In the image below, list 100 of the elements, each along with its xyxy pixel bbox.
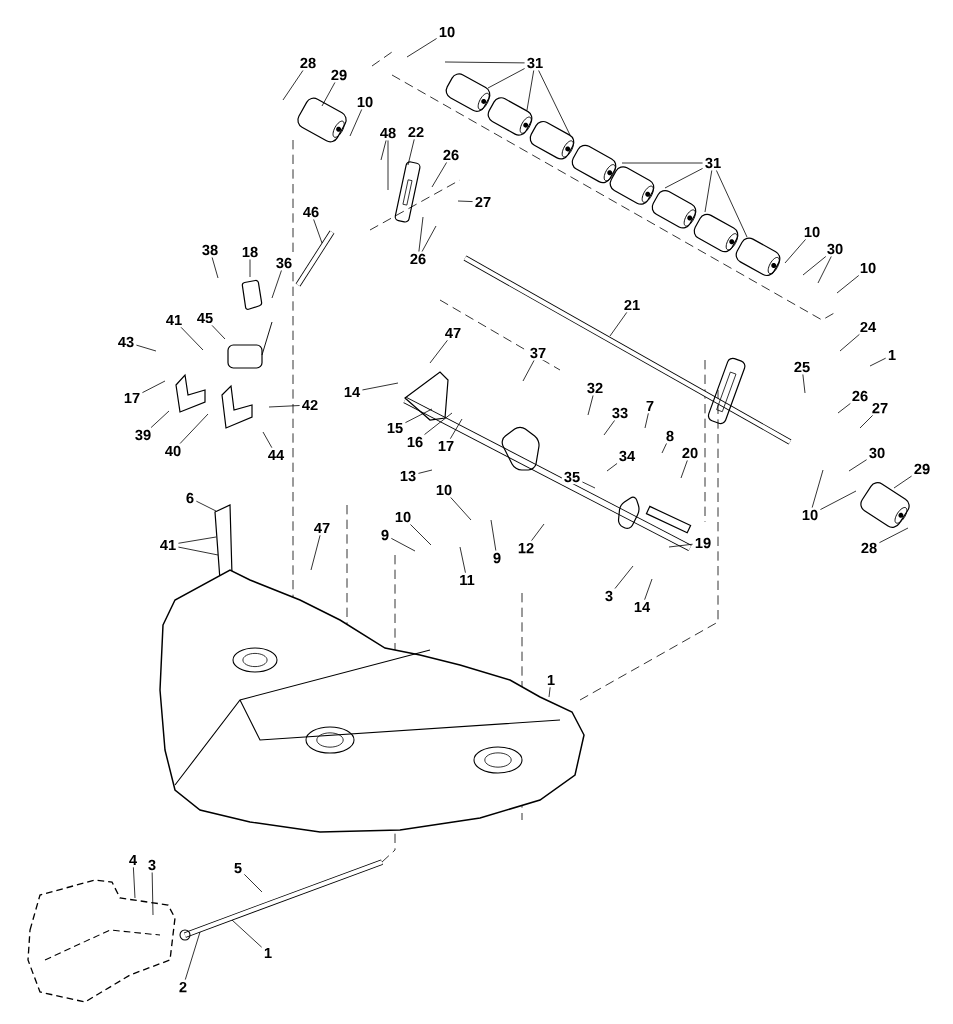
leader-line: [406, 38, 437, 58]
leader-line: [668, 543, 693, 548]
leader-line: [349, 109, 363, 137]
leader-line: [837, 403, 851, 414]
leader-line: [879, 527, 909, 544]
leader-line: [457, 200, 473, 202]
callout-number: 22: [405, 124, 427, 140]
leader-line: [802, 374, 806, 394]
leader-line: [249, 259, 251, 278]
leader-line: [178, 546, 219, 556]
callout-number: 27: [472, 194, 494, 210]
leader-line: [680, 460, 688, 479]
leader-line: [418, 216, 424, 252]
callout-number: 43: [115, 334, 137, 350]
leader-line: [644, 578, 653, 601]
callout-number: 4: [126, 852, 140, 868]
leader-line: [429, 339, 448, 364]
leader-line: [893, 475, 912, 489]
leader-line: [820, 490, 857, 510]
leader-line: [839, 334, 860, 352]
callout-number: 3: [145, 857, 159, 873]
callout-number: 5: [231, 860, 245, 876]
leader-line: [614, 565, 634, 589]
leader-line: [704, 170, 713, 213]
callout-number: 10: [436, 24, 458, 40]
leader-line: [848, 459, 867, 472]
leader-line: [151, 872, 154, 916]
leader-line: [582, 481, 596, 489]
leader-line: [424, 412, 453, 435]
leader-line: [548, 686, 551, 698]
leader-line: [444, 61, 525, 64]
callout-number: 26: [440, 147, 462, 163]
callout-number: 7: [643, 398, 657, 414]
leader-line: [784, 239, 806, 264]
leader-line: [142, 380, 166, 394]
callout-number: 10: [433, 482, 455, 498]
callout-number: 14: [341, 384, 363, 400]
callout-number: 10: [801, 224, 823, 240]
leader-line: [405, 408, 433, 424]
leader-line: [859, 415, 873, 429]
leader-line: [282, 70, 304, 101]
callout-number: 39: [132, 427, 154, 443]
leader-line: [380, 140, 387, 161]
callout-number: 17: [435, 438, 457, 454]
callout-number: 47: [442, 325, 464, 341]
leader-line: [362, 382, 399, 391]
callout-number: 3: [602, 588, 616, 604]
leader-line: [387, 140, 389, 191]
callout-number: 2: [176, 979, 190, 995]
callout-number: 17: [121, 390, 143, 406]
leader-line: [450, 497, 472, 521]
callout-number: 45: [194, 310, 216, 326]
callout-number: 44: [265, 447, 287, 463]
leader-line: [603, 420, 615, 436]
leader-line: [811, 469, 824, 508]
callout-number: 16: [404, 434, 426, 450]
callout-number: 13: [397, 468, 419, 484]
leader-line: [410, 524, 432, 546]
callout-number: 40: [162, 443, 184, 459]
callout-number: 31: [524, 55, 546, 71]
leader-line: [211, 257, 219, 279]
callout-number: 32: [584, 380, 606, 396]
callout-number: 21: [621, 297, 643, 313]
callout-number: 18: [239, 244, 261, 260]
leader-line: [407, 139, 415, 166]
callout-number: 10: [354, 94, 376, 110]
leader-line: [421, 225, 437, 252]
leader-line: [606, 463, 618, 472]
callout-number: 9: [378, 527, 392, 543]
leader-line: [531, 523, 545, 541]
leader-line: [390, 538, 416, 552]
callout-number: 38: [199, 242, 221, 258]
callout-number: 11: [457, 572, 477, 588]
leader-line: [195, 500, 217, 512]
callout-number: 26: [407, 251, 429, 267]
leader-line: [836, 275, 860, 294]
leader-line: [644, 412, 649, 429]
leader-line: [802, 256, 827, 276]
leader-line: [538, 70, 571, 136]
callout-number: 29: [328, 67, 350, 83]
callout-number: 34: [616, 448, 638, 464]
callout-number: 14: [631, 599, 653, 615]
leader-line: [587, 395, 594, 416]
callout-number: 1: [885, 347, 899, 363]
leader-line: [133, 866, 136, 899]
leader-line: [661, 443, 667, 454]
callout-number: 10: [392, 509, 414, 525]
leader-line: [459, 546, 466, 574]
leader-line: [609, 312, 628, 337]
leader-line: [268, 405, 300, 408]
callout-number: 47: [311, 520, 333, 536]
callout-number: 20: [679, 445, 701, 461]
callout-number: 35: [561, 469, 583, 485]
callout-number: 24: [857, 319, 879, 335]
leader-line: [271, 270, 282, 299]
leader-line: [664, 168, 703, 189]
callout-number: 10: [857, 260, 879, 276]
leader-line: [180, 326, 204, 351]
callout-number: 37: [527, 345, 549, 361]
leader-line: [817, 256, 832, 284]
